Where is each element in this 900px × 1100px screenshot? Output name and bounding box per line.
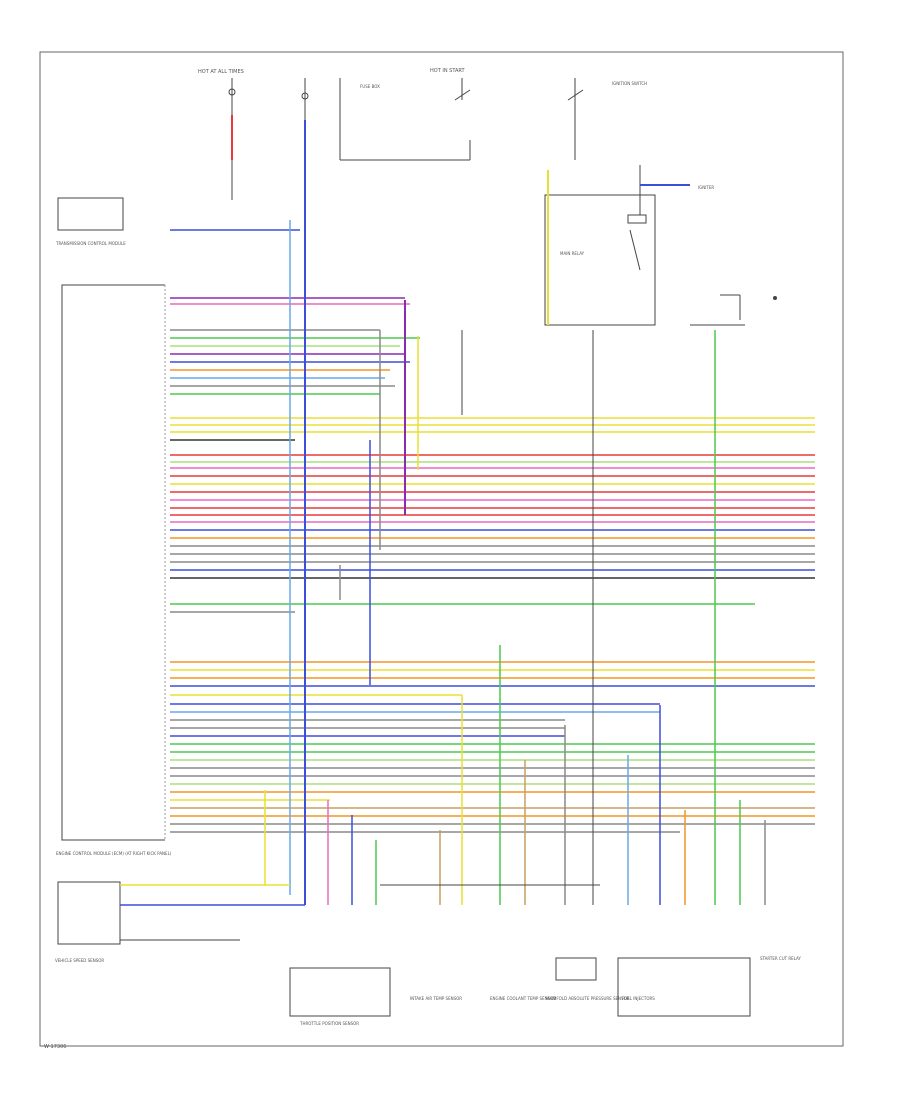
diagram-border [39, 51, 844, 1047]
label-igniter: IGNITER [698, 185, 714, 190]
label-fuse-box: FUSE BOX [360, 84, 380, 89]
ignition-switch-group: HOT IN START IGNITION SWITCH [430, 68, 647, 160]
label-starter: STARTER CUT RELAY [760, 956, 801, 961]
label-ignition-switch: IGNITION SWITCH [612, 81, 647, 86]
label-map: MANIFOLD ABSOLUTE PRESSURE SENSOR [546, 996, 630, 1001]
label-injector: FUEL INJECTORS [622, 996, 655, 1001]
tps-box [289, 967, 391, 1017]
label-hot-in-start: HOT IN START [430, 68, 466, 74]
ecm-box: ENGINE CONTROL MODULE (ECM) (AT RIGHT KI… [56, 284, 172, 856]
vertical-wires [264, 120, 766, 905]
top-fuse-area: HOT AT ALL TIMES FUSE BOX [198, 69, 471, 200]
label-iat: INTAKE AIR TEMP SENSOR [410, 996, 462, 1001]
wire-bundle [170, 229, 815, 833]
main-relay: MAIN RELAY IGNITER [544, 165, 714, 326]
label-tcm: TRANSMISSION CONTROL MODULE [55, 241, 126, 246]
bottom-sensors: VEHICLE SPEED SENSOR THROTTLE POSITION S… [44, 881, 801, 1050]
label-vss: VEHICLE SPEED SENSOR [55, 958, 104, 963]
right-box [690, 294, 777, 326]
label-main-relay: MAIN RELAY [560, 251, 585, 256]
footer-code: W 17306 [44, 1044, 66, 1050]
tcm-box: TRANSMISSION CONTROL MODULE [55, 197, 126, 246]
label-ecm: ENGINE CONTROL MODULE (ECM) (AT RIGHT KI… [56, 851, 172, 856]
label-ect: ENGINE COOLANT TEMP SENSOR [490, 996, 556, 1001]
label-tps: THROTTLE POSITION SENSOR [299, 1021, 359, 1026]
map-box [555, 957, 597, 981]
label-hot-at-all-times: HOT AT ALL TIMES [198, 69, 244, 75]
vss-box [57, 881, 121, 945]
injector-box [617, 957, 751, 1017]
